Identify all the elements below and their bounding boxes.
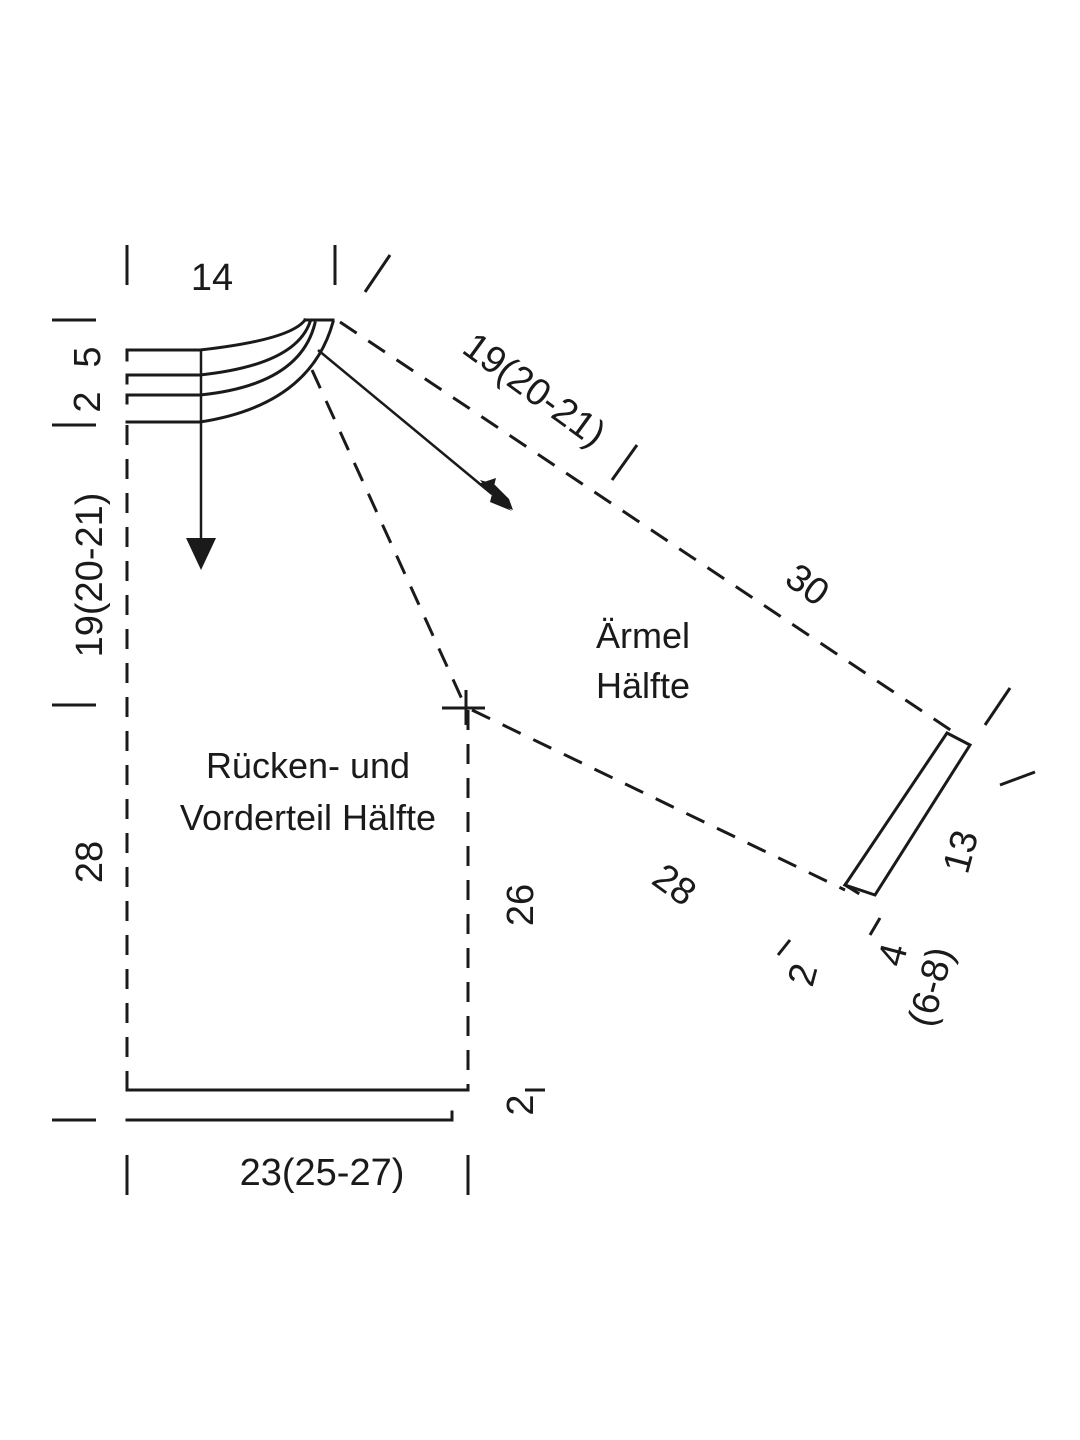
neckline <box>125 317 335 424</box>
arrow-diagonal-head <box>478 478 512 511</box>
direction-arrows <box>186 349 513 570</box>
arrow-diagonal-line <box>317 349 493 495</box>
tick-slash-cuff-1 <box>868 917 882 936</box>
neck-depth-label: 5 <box>67 346 109 367</box>
sleeve-cuff-end <box>842 882 861 896</box>
half-width-label: 23(25-27) <box>240 1152 405 1194</box>
armhole-height-label: 19(20-21) <box>69 493 111 658</box>
cuff-band-label: 2 <box>780 959 826 990</box>
tick-slash-mid <box>610 444 639 481</box>
sleeve-bottom-label: 28 <box>645 856 704 915</box>
neck-curve-base <box>125 320 335 424</box>
sleeve-label-line2: Hälfte <box>596 665 690 706</box>
neck-curve-middle <box>125 320 312 377</box>
sleeve-top-short-label: 19(20-21) <box>455 325 613 456</box>
sleeve-piece <box>339 320 973 897</box>
tick-slash-right-2 <box>999 770 1036 787</box>
side-length-label: 28 <box>69 841 111 883</box>
sleeve-top-long-label: 30 <box>778 556 837 615</box>
tick-slash-right-1 <box>983 687 1012 726</box>
body-piece <box>125 369 470 1122</box>
sleeve-cuff <box>842 731 973 897</box>
neck-curve-outer <box>125 317 308 352</box>
armhole-seam <box>310 369 468 709</box>
tick-slash-top <box>363 254 392 293</box>
cuff-width-label: 13 <box>936 826 988 878</box>
neck-curve-inner <box>125 321 317 397</box>
sleeve-top-edge <box>339 320 956 735</box>
hem-band-label: 2 <box>500 1094 542 1115</box>
tick-slash-cuff-2 <box>776 939 792 956</box>
sleeve-label-line1: Ärmel <box>596 615 690 656</box>
cuff-length-label: 4 <box>870 939 916 970</box>
measurement-labels: 14 5 2 19(20-21) 28 26 2 23(25-27) 19(20… <box>67 257 987 1194</box>
body-label-line1: Rücken- und <box>206 745 410 786</box>
body-side-inner-label: 26 <box>500 884 542 926</box>
neckband-label: 2 <box>67 391 109 412</box>
arrow-down-icon <box>186 538 216 570</box>
body-label-line2: Vorderteil Hälfte <box>180 797 436 838</box>
piece-labels: Rücken- und Vorderteil Hälfte Ärmel Hälf… <box>180 615 690 838</box>
sleeve-bottom-edge <box>471 708 846 892</box>
dimension-ticks <box>52 245 1036 1195</box>
neck-width-label: 14 <box>191 257 233 299</box>
